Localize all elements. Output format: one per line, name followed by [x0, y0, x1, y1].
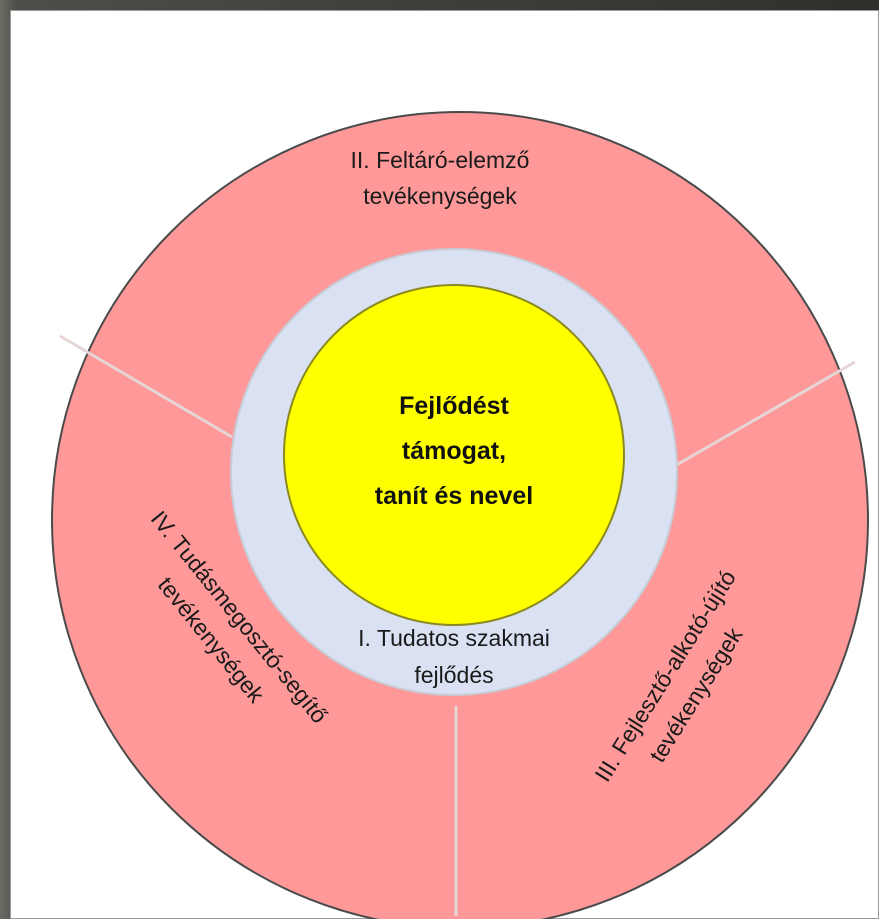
center-label-line-3: tanít és nevel [375, 482, 533, 510]
divider-right [672, 360, 856, 469]
inner-ring-label-line-1: I. Tudatos szakmai [358, 625, 550, 651]
segment-top-label-line-2: tevékenységek [363, 183, 517, 209]
center-label-line-1: Fejlődést [399, 392, 509, 420]
divider-left [59, 334, 233, 439]
center-circle [283, 284, 625, 626]
center-label-line-2: támogat, [402, 437, 506, 465]
segment-top-label-line-1: II. Feltáró-elemző [351, 147, 530, 173]
inner-ring-label-line-2: fejlődés [414, 662, 493, 688]
